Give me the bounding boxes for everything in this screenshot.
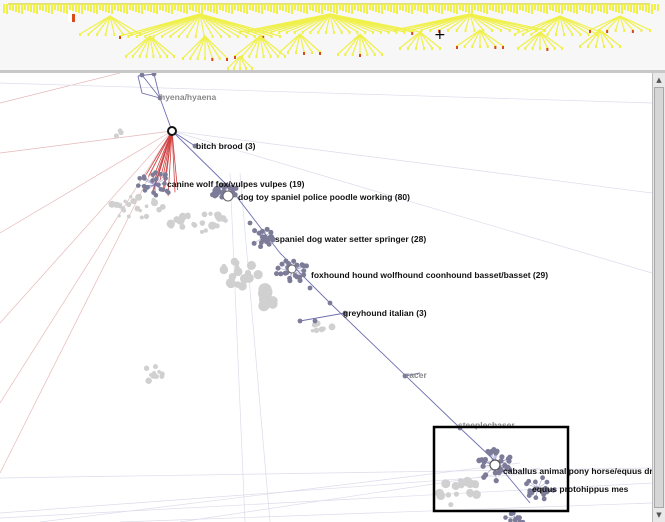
label-dog-toy-spaniel[interactable]: dog toy spaniel police poodle working (8… — [238, 192, 410, 202]
selection-box[interactable] — [432, 425, 570, 513]
label-canine-wolf-fox[interactable]: canine wolf fox/vulpes vulpes (19) — [167, 179, 305, 189]
label-caballus-horse[interactable]: caballus animal pony horse/equus dra — [503, 466, 658, 476]
svg-text:+: + — [434, 27, 446, 43]
tree-overview-panel[interactable]: + — [0, 0, 665, 70]
label-bitch-brood[interactable]: bitch brood (3) — [196, 141, 256, 151]
scroll-down-arrow-icon[interactable]: ▼ — [656, 511, 662, 519]
label-foxhound-hound[interactable]: foxhound hound wolfhound coonhound basse… — [311, 270, 548, 280]
label-hyena[interactable]: hyena/hyaena — [160, 92, 216, 102]
graph-nodes — [135, 71, 556, 522]
label-greyhound-italian[interactable]: greyhound italian (3) — [343, 308, 427, 318]
tree-overview-canvas[interactable]: + — [0, 0, 665, 70]
label-spaniel-dog-water[interactable]: spaniel dog water setter springer (28) — [275, 234, 426, 244]
panel-divider[interactable] — [0, 70, 665, 73]
faded-nodes — [108, 128, 481, 508]
scrollbar-thumb[interactable] — [654, 87, 664, 508]
scroll-up-arrow-icon[interactable]: ▲ — [656, 76, 662, 84]
background-edges — [0, 72, 653, 522]
label-equus-protohippus[interactable]: equus protohippus mes — [532, 484, 629, 494]
graph-view[interactable]: hyena/hyaena bitch brood (3) canine wolf… — [0, 71, 658, 522]
label-racer[interactable]: racer — [406, 370, 427, 380]
vertical-scrollbar[interactable]: ▲ ▼ — [652, 73, 665, 522]
label-steeplechaser[interactable]: steeplechaser — [458, 420, 515, 430]
focus-node[interactable] — [167, 126, 177, 136]
graph-canvas[interactable]: hyena/hyaena bitch brood (3) canine wolf… — [0, 71, 658, 522]
